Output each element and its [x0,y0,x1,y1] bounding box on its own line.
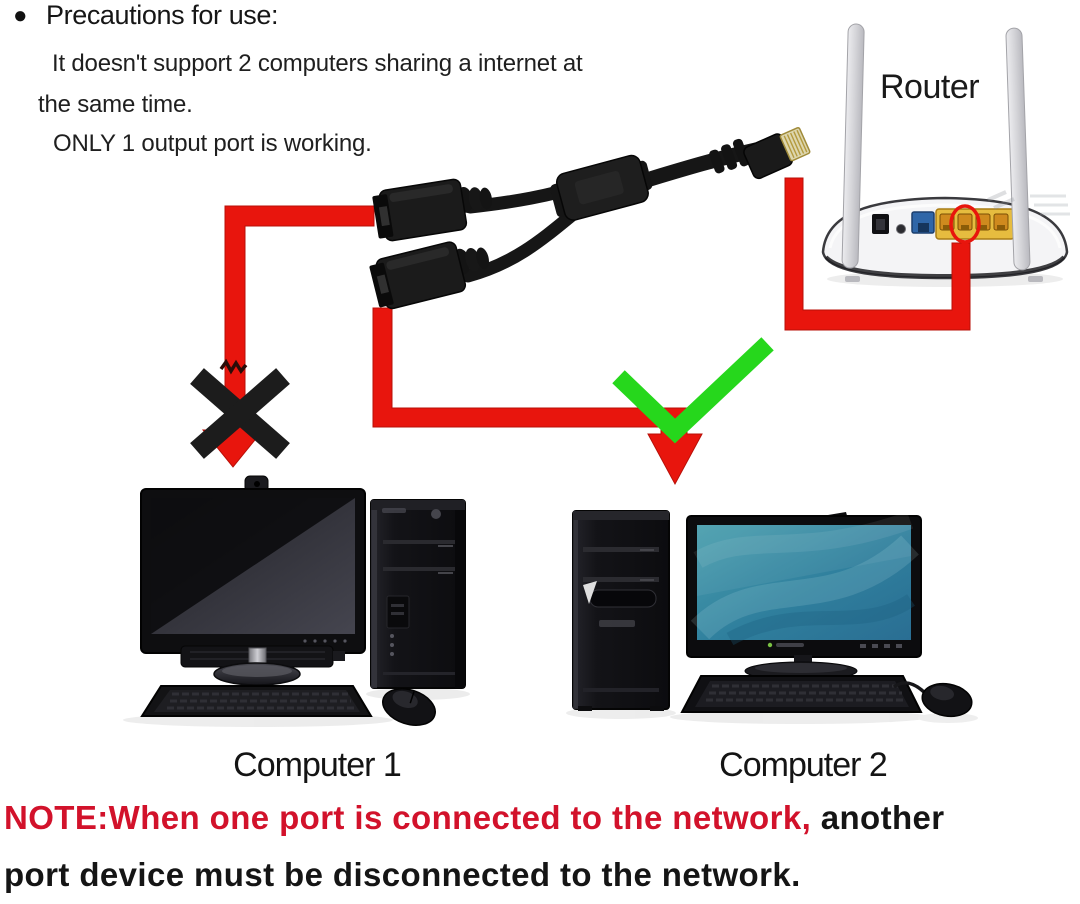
precautions-title: Precautions for use: [46,0,279,30]
computer2-tower [572,510,670,711]
plug-strain-relief [709,138,750,174]
precaution-line-1: It doesn't support 2 computers sharing a… [52,50,583,77]
red-arrow-path-computer2 [372,307,703,486]
cable-junction [550,154,653,221]
red-path-router-link [784,177,971,331]
check-mark-icon [612,337,774,444]
computer1-device [140,475,466,726]
note-red-text: NOTE:When one port is connected to the n… [4,799,812,836]
computer1-keyboard [140,685,373,717]
ethernet-splitter-cable [369,126,811,310]
computer2-mouse [892,681,973,718]
router-reset-button [896,224,906,234]
router-antenna-left [841,23,865,269]
rj45-male-plug [743,126,811,180]
router-power-port [872,214,889,234]
bullet-icon: ● [13,2,28,29]
computer2-device [572,510,973,718]
router-port-highlight-circle [949,204,981,244]
watermark [987,190,1070,216]
precaution-line-2: the same time. [38,91,193,118]
computer1-label: Computer 1 [233,746,402,784]
precaution-line-3: ONLY 1 output port is working. [53,130,372,157]
router-antenna-right [1005,27,1031,271]
computer1-tower [370,499,466,689]
computer1-monitor [140,475,366,654]
computer1-stand [213,647,301,686]
router-wan-port [911,211,935,234]
x-mark-icon [190,358,290,459]
rj45-female-port-2 [369,241,489,310]
computer2-keyboard [680,675,923,713]
rj45-female-port-1 [372,178,493,242]
computer2-monitor [686,511,922,658]
router-lan-ports [935,208,1015,240]
router-label: Router [880,68,980,106]
computer1-mouse [382,688,436,726]
note-line-1: NOTE:When one port is connected to the n… [4,801,945,834]
note-line-2: port device must be disconnected to the … [4,856,801,893]
router-device [821,23,1070,287]
computer2-label: Computer 2 [719,746,888,784]
scribble [219,358,248,375]
note-black-text: another [811,799,945,836]
